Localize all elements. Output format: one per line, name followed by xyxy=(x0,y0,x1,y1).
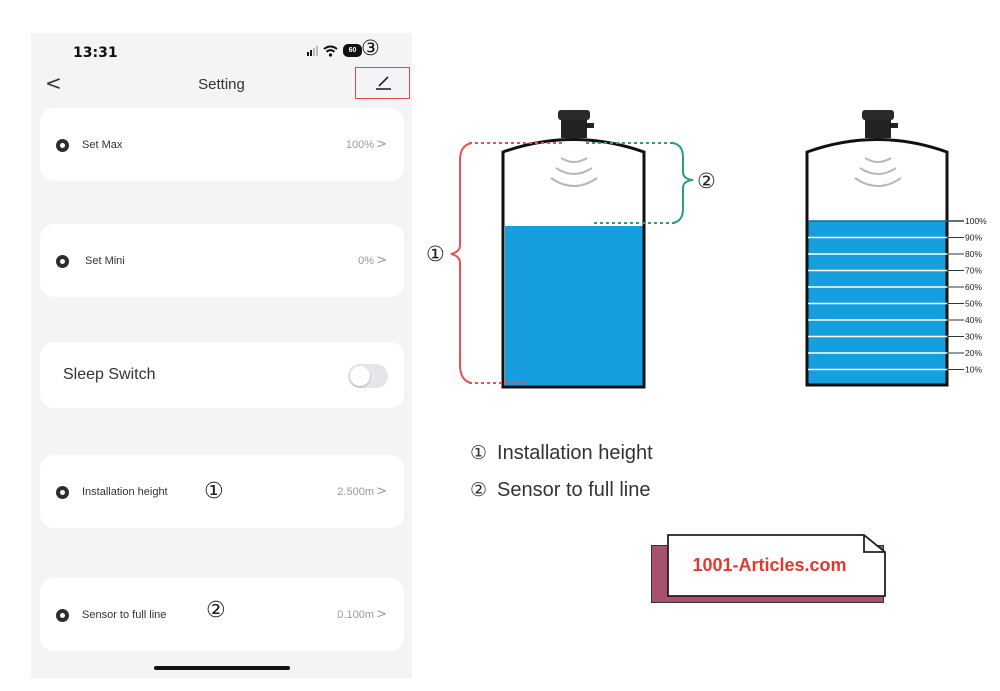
scale-label: 70% xyxy=(965,266,982,276)
set-mini-row[interactable]: Set Mini 0% > xyxy=(40,224,404,297)
battery-icon: 60 xyxy=(343,44,362,57)
edit-button[interactable] xyxy=(355,67,410,99)
scale-label: 20% xyxy=(965,348,982,358)
scale-label: 50% xyxy=(965,299,982,309)
edit-marker-3: ③ xyxy=(361,36,380,60)
chevron-right-icon: > xyxy=(376,253,387,268)
marker-1-label: ① xyxy=(426,242,445,266)
scale-label: 100% xyxy=(965,216,987,226)
sound-waves-icon xyxy=(550,157,598,187)
installation-height-row[interactable]: Installation height ① 2.500m > xyxy=(40,455,404,528)
sensor-icon xyxy=(558,110,594,138)
chevron-right-icon: > xyxy=(376,137,387,152)
set-mini-value: 0% xyxy=(358,255,374,267)
percentage-scale: 100% 90% 80% 70% 60% 50% 40% 30% 20% 10% xyxy=(808,216,987,375)
back-button[interactable]: < xyxy=(45,71,62,95)
scale-label: 60% xyxy=(965,282,982,292)
page-title: Setting xyxy=(198,76,245,93)
marker-2-label: ② xyxy=(697,169,716,193)
water-fill xyxy=(505,226,643,387)
sleep-switch-toggle[interactable] xyxy=(348,364,388,388)
sensor-to-full-line-value: 0.100m xyxy=(337,609,374,621)
tank-diagram: ① ② 100% 90% 80% 70% 60% 50% 40% 30% 20% 10% xyxy=(426,110,987,389)
sound-waves-icon xyxy=(854,157,902,187)
scale-label: 80% xyxy=(965,249,982,259)
watermark-card xyxy=(667,534,886,597)
scale-label: 30% xyxy=(965,332,982,342)
watermark-text: 1001-Articles.com xyxy=(692,555,847,575)
tank-installation: ① ② xyxy=(426,110,716,389)
legend-item-1: ① Installation height xyxy=(470,442,653,465)
installation-height-bracket xyxy=(450,142,563,384)
gear-icon xyxy=(56,609,69,622)
scale-label: 10% xyxy=(965,365,982,375)
marker-1: ① xyxy=(204,479,224,504)
pencil-icon xyxy=(375,76,391,90)
tank-outline xyxy=(805,138,949,387)
phone-screen: 13:31 60 ③ < Setting Set Max 100% > Set … xyxy=(31,33,412,678)
sensor-to-full-line-bracket xyxy=(586,142,694,224)
home-indicator xyxy=(154,666,290,670)
sleep-switch-row: Sleep Switch xyxy=(40,342,404,408)
sleep-switch-label: Sleep Switch xyxy=(63,366,156,383)
gear-icon xyxy=(56,486,69,499)
status-icons: 60 xyxy=(307,44,362,57)
tank-outline xyxy=(501,138,646,389)
sensor-icon xyxy=(862,110,898,138)
scale-label: 40% xyxy=(965,315,982,325)
legend-text-2: Sensor to full line xyxy=(497,479,651,501)
legend-text-1: Installation height xyxy=(497,442,653,464)
gear-icon xyxy=(56,139,69,152)
legend-num-2: ② xyxy=(470,479,488,501)
status-time: 13:31 xyxy=(73,45,118,61)
chevron-right-icon: > xyxy=(376,484,387,499)
chevron-right-icon: > xyxy=(376,607,387,622)
scale-label: 90% xyxy=(965,233,982,243)
tank-percentage-scale: 100% 90% 80% 70% 60% 50% 40% 30% 20% 10% xyxy=(805,110,987,387)
legend-num-1: ① xyxy=(470,442,488,464)
legend-item-2: ② Sensor to full line xyxy=(470,479,650,502)
wifi-icon xyxy=(323,45,338,57)
cellular-signal-icon xyxy=(307,45,318,56)
installation-height-label: Installation height xyxy=(82,486,168,498)
set-max-value: 100% xyxy=(345,139,374,151)
marker-2: ② xyxy=(206,598,226,623)
set-max-label: Set Max xyxy=(82,139,123,151)
set-mini-label: Set Mini xyxy=(85,255,125,267)
set-max-row[interactable]: Set Max 100% > xyxy=(40,108,404,181)
sensor-to-full-line-label: Sensor to full line xyxy=(82,609,167,621)
sensor-to-full-line-row[interactable]: Sensor to full line ② 0.100m > xyxy=(40,578,404,651)
gear-icon xyxy=(56,255,69,268)
installation-height-value: 2.500m xyxy=(337,486,374,498)
